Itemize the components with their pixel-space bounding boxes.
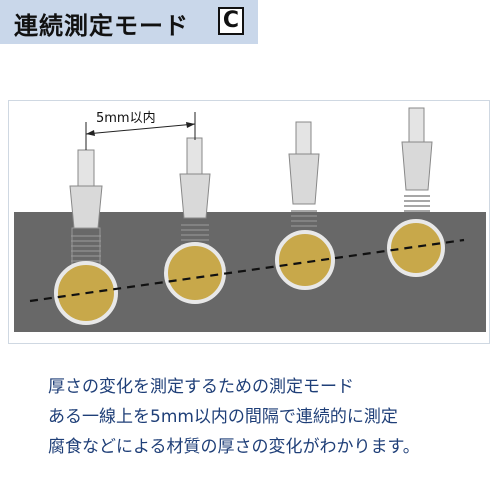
sensor-3: [275, 230, 335, 290]
probe-4: [387, 107, 445, 277]
probe-3: [275, 121, 335, 290]
caption-line-2: ある一線上を5mm以内の間隔で連続的に測定: [48, 407, 398, 427]
spacing-label: 5mm以内: [96, 110, 156, 126]
title-bar: 連続測定モード C: [0, 0, 258, 44]
page-title: 連続測定モード: [14, 12, 189, 40]
caption-line-1: 厚さの変化を測定するための測定モード: [48, 377, 354, 397]
sensor-2: [164, 242, 226, 304]
caption-line-3: 腐食などによる材質の厚さの変化がわかります。: [48, 437, 420, 457]
mode-badge: C: [218, 7, 244, 35]
spacing-dimension: 5mm以内: [85, 110, 196, 150]
measurement-line: [29, 238, 465, 303]
caption: 厚さの変化を測定するための測定モード ある一線上を5mm以内の間隔で連続的に測定…: [48, 372, 488, 462]
sensor-4: [387, 219, 445, 277]
